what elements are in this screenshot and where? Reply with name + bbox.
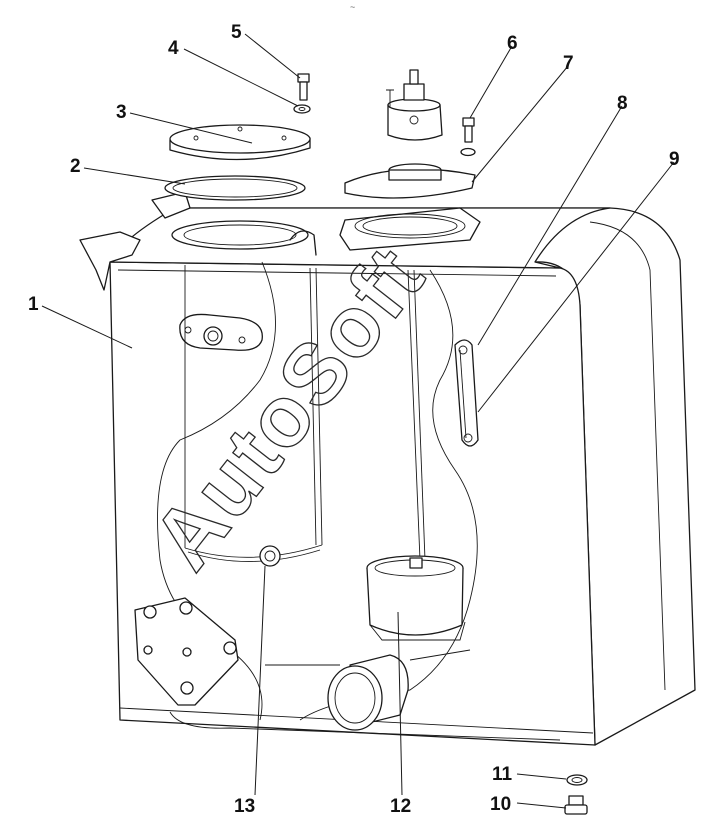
callout-1: 1 — [28, 294, 39, 315]
left-filler-neck — [171, 220, 317, 256]
callout-10: 10 — [490, 794, 511, 815]
drain-washer — [566, 774, 588, 786]
callout-3: 3 — [116, 102, 127, 123]
bolt-left — [297, 73, 310, 101]
top-mark: ~ — [350, 2, 355, 12]
sight-gauge — [454, 339, 479, 447]
callout-13: 13 — [234, 796, 255, 817]
callout-12: 12 — [390, 796, 411, 817]
washer-left — [293, 104, 311, 114]
callout-7: 7 — [563, 53, 574, 74]
filter-cylinder — [184, 265, 323, 562]
callout-9: 9 — [669, 149, 680, 170]
callout-11: 11 — [492, 764, 513, 785]
callout-5: 5 — [231, 22, 242, 43]
sensor-boss — [259, 545, 281, 567]
callout-6: 6 — [507, 33, 518, 54]
bolt-right — [460, 117, 476, 157]
breather-flange — [344, 163, 476, 199]
callout-2: 2 — [70, 156, 81, 177]
diamond-flange — [134, 597, 239, 706]
right-flange-base — [339, 207, 481, 251]
cover-plate — [169, 124, 311, 161]
callout-4: 4 — [168, 38, 179, 59]
breather-cap — [386, 69, 443, 141]
callout-8: 8 — [617, 93, 628, 114]
gasket-ring — [164, 175, 306, 201]
drain-plug — [564, 795, 588, 815]
outlet-pipe — [265, 649, 471, 731]
suction-strainer — [366, 269, 466, 641]
leader-lines — [41, 33, 675, 809]
